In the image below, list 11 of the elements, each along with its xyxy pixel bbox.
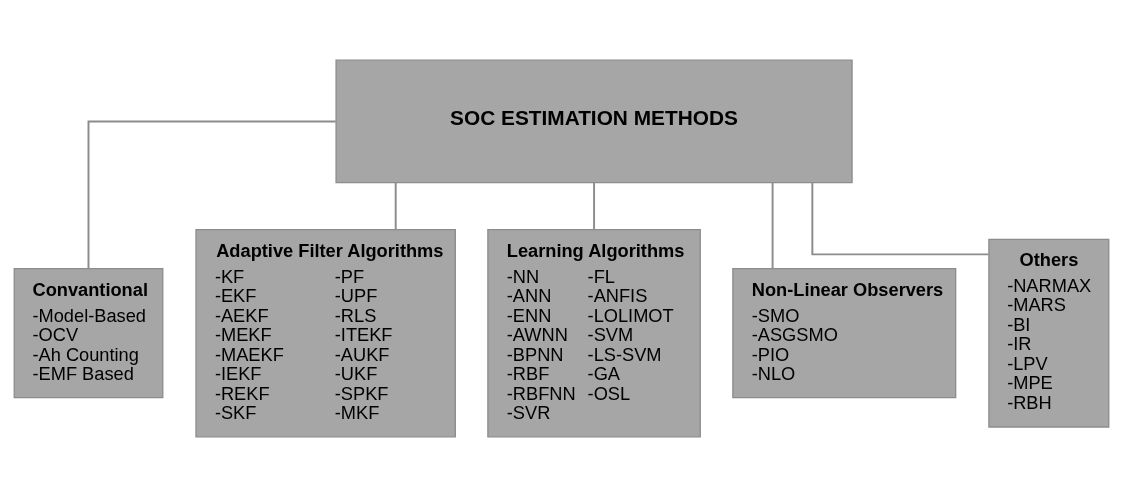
node-box: Non-Linear Observers -SMO -ASGSMO -PIO -NLO	[732, 268, 957, 399]
connector	[811, 181, 990, 256]
node-box: SOC ESTIMATION METHODS	[335, 59, 853, 184]
connector	[394, 181, 397, 231]
node-box: Others -NARMAX -MARS -BI -IR -LPV -MPE -RBH	[988, 238, 1110, 428]
connector	[593, 181, 596, 231]
node-box: Convantional -Model-Based -OCV -Ah Counting -EMF Based	[13, 268, 164, 399]
connector	[87, 120, 337, 270]
connector	[771, 181, 774, 270]
node-box: Adaptive Filter Algorithms -KF -EKF -AEKF -MEKF -MAEKF -IEKF -REKF -SKF -PF -UPF -RLS -ITEKF -AUKF -UKF -SPKF -MKF	[195, 228, 456, 438]
node-box: Learning Algorithms -NN -ANN -ENN -AWNN -BPNN -RBF -RBFNN -SVR -FL -ANFIS -LOLIMOT -SVM -LS-SVM -GA -OSL	[487, 228, 701, 438]
